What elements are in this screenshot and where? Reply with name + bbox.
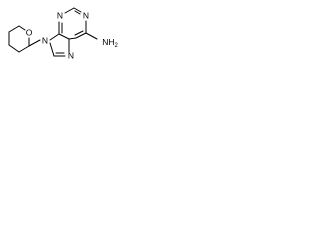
bond-c5-c4	[68, 37, 77, 40]
bond-c2-n1	[73, 7, 82, 13]
thp-n9-bond	[28, 39, 41, 47]
imidazole-ring	[49, 33, 70, 57]
thp-bond-c5-c6	[18, 45, 30, 53]
ring-oxygen-label: O	[26, 27, 33, 37]
n7-label: N	[68, 50, 74, 60]
n3-label: N	[57, 10, 63, 20]
bond-c6-c5-double	[74, 30, 84, 36]
n1-label: N	[83, 10, 89, 20]
thp-bond-c2-c3	[8, 25, 20, 33]
bond-n3-c2	[64, 7, 75, 14]
tetrahydropyran-ring	[8, 25, 30, 53]
amino-nh-text: NH	[102, 37, 114, 47]
bond-c4-c5	[58, 33, 70, 40]
bond-c2-n1-double	[74, 10, 81, 15]
bond-n9-c8	[49, 42, 55, 57]
bond-c6-amino	[85, 32, 98, 40]
thp-bond-o-c2	[18, 25, 26, 31]
bond-c6-c5	[75, 32, 87, 39]
amino-subscript-text: 2	[114, 43, 118, 49]
amino-label: NH2	[102, 37, 118, 48]
thp-bond-c4-c5	[8, 44, 20, 53]
molecule-structure-diagram: O N N N N NH2	[8, 7, 118, 60]
bond-c4-n9	[49, 33, 60, 41]
pyrimidine-ring	[58, 7, 87, 40]
n9-label: N	[42, 35, 48, 45]
